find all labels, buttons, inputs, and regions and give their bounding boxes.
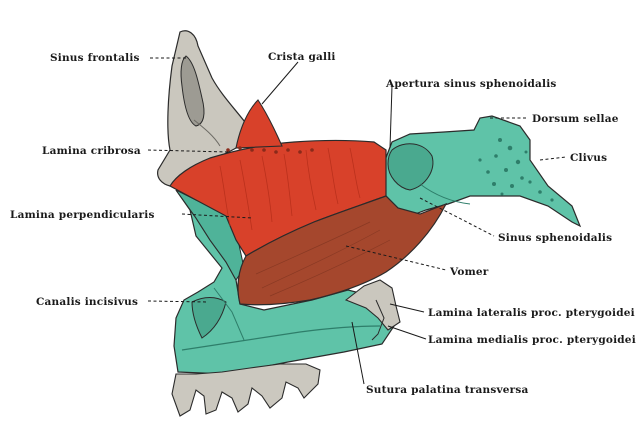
label-apertura-sinus-sphenoidalis: Apertura sinus sphenoidalis bbox=[385, 78, 557, 90]
sinus-sphenoidalis-cavity bbox=[387, 143, 434, 191]
crista-galli bbox=[235, 99, 283, 149]
label-crista-galli: Crista galli bbox=[268, 51, 336, 63]
label-sutura-palatina-transversa: Sutura palatina transversa bbox=[366, 384, 529, 396]
vomer bbox=[237, 195, 448, 306]
label-dorsum-sellae: Dorsum sellae bbox=[532, 113, 619, 125]
sphenoid-texture bbox=[478, 138, 554, 202]
teeth-row bbox=[171, 363, 321, 417]
sphenoid-body bbox=[381, 115, 582, 228]
label-clivus: Clivus bbox=[570, 152, 607, 164]
label-vomer: Vomer bbox=[449, 266, 489, 278]
label-lamina-lateralis: Lamina lateralis proc. pterygoidei bbox=[428, 307, 635, 319]
label-sinus-sphenoidalis: Sinus sphenoidalis bbox=[498, 232, 612, 244]
cribriform-plate-dots bbox=[226, 146, 314, 154]
label-lamina-medialis: Lamina medialis proc. pterygoidei bbox=[428, 334, 636, 346]
frontal-sinus bbox=[180, 55, 205, 127]
perpendicular-striations bbox=[219, 147, 361, 231]
label-lamina-perpendicularis: Lamina perpendicularis bbox=[10, 209, 155, 221]
label-lamina-cribrosa: Lamina cribrosa bbox=[42, 145, 141, 157]
label-sinus-frontalis: Sinus frontalis bbox=[50, 52, 140, 64]
label-canalis-incisivus: Canalis incisivus bbox=[36, 296, 138, 308]
pterygoid-process bbox=[344, 279, 401, 331]
